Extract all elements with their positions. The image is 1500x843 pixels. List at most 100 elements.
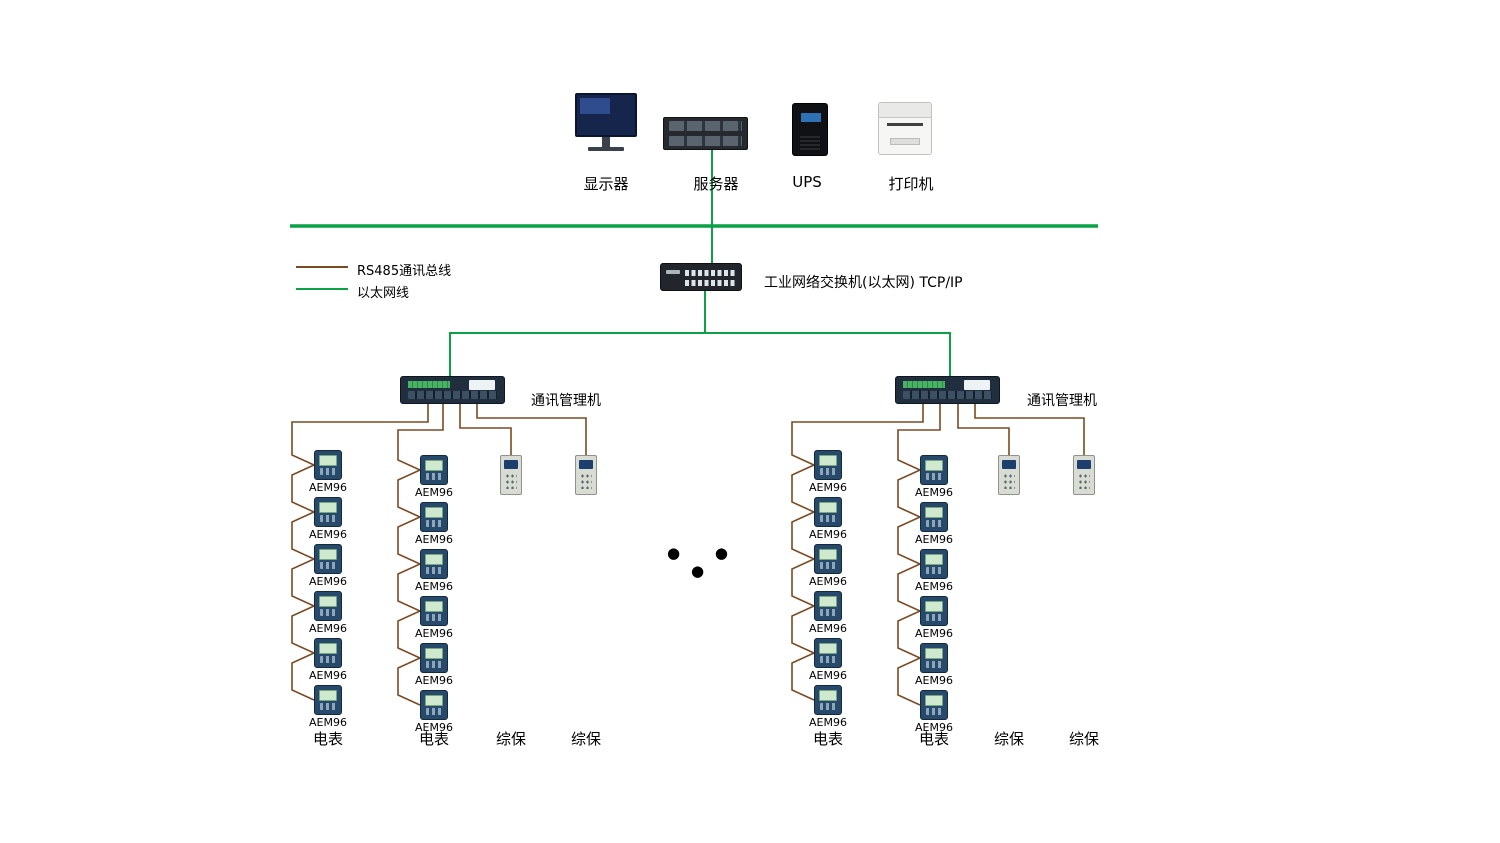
- column-label-meter: 电表: [418, 730, 449, 748]
- meter-label: AEM96: [809, 716, 847, 729]
- legend-ethernet-label: 以太网线: [357, 286, 410, 301]
- meter-label: AEM96: [415, 580, 453, 593]
- wire: [974, 404, 1085, 455]
- meter-screen: [319, 690, 337, 701]
- meter-screen: [819, 596, 837, 607]
- protection-screen: [1002, 460, 1016, 469]
- aem96-meter-device: [314, 685, 342, 715]
- server-drive-bay-row: [669, 121, 742, 131]
- meter-label: AEM96: [809, 622, 847, 635]
- meter-screen: [425, 554, 443, 565]
- monitor-screen-glow: [580, 98, 610, 114]
- aem96-meter-device: [314, 638, 342, 668]
- meter-buttons: [426, 520, 442, 527]
- meter-buttons: [320, 609, 336, 616]
- aem96-meter-device: [420, 549, 448, 579]
- manager-ports: [408, 391, 497, 399]
- meter-buttons: [926, 708, 942, 715]
- meter-label: AEM96: [309, 716, 347, 729]
- server-drive-bay-row: [669, 136, 742, 146]
- meter-label: AEM96: [415, 533, 453, 546]
- aem96-meter-device: [920, 549, 948, 579]
- meter-buttons: [320, 703, 336, 710]
- meter-buttons: [926, 520, 942, 527]
- meter-screen: [925, 695, 943, 706]
- meter-label: AEM96: [415, 674, 453, 687]
- aem96-meter-device: [814, 591, 842, 621]
- wire: [449, 332, 951, 376]
- meter-buttons: [320, 515, 336, 522]
- meter-buttons: [320, 468, 336, 475]
- column-label-meter: 电表: [918, 730, 949, 748]
- aem96-meter-device: [814, 685, 842, 715]
- meter-buttons: [320, 562, 336, 569]
- manager-sticker: [964, 380, 990, 390]
- monitor-base: [588, 147, 624, 151]
- monitor-label: 显示器: [583, 175, 629, 193]
- switch-port-row: [685, 280, 737, 286]
- server-label: 服务器: [693, 175, 739, 193]
- meter-label: AEM96: [309, 528, 347, 541]
- meter-buttons: [820, 656, 836, 663]
- printer-tray: [890, 138, 920, 145]
- meter-buttons: [926, 473, 942, 480]
- ups-vents: [800, 134, 820, 150]
- ups-display: [801, 113, 821, 122]
- meter-label: AEM96: [809, 575, 847, 588]
- meter-buttons: [426, 473, 442, 480]
- meter-screen: [425, 648, 443, 659]
- protection-screen: [1077, 460, 1091, 469]
- aem96-meter-device: [920, 455, 948, 485]
- meter-screen: [319, 502, 337, 513]
- comm-manager-right-label: 通讯管理机: [1027, 393, 1097, 409]
- meter-buttons: [820, 468, 836, 475]
- protection-keypad: [505, 473, 517, 489]
- meter-label: AEM96: [309, 622, 347, 635]
- meter-screen: [319, 643, 337, 654]
- wire: [476, 404, 587, 455]
- meter-screen: [425, 695, 443, 706]
- meter-buttons: [820, 515, 836, 522]
- protection-keypad: [1003, 473, 1015, 489]
- aem96-meter-device: [920, 596, 948, 626]
- comm-manager-right-device: [895, 376, 1000, 404]
- meter-buttons: [426, 614, 442, 621]
- column-label-meter: 电表: [812, 730, 843, 748]
- ellipsis-dots: ● ● ●: [667, 544, 743, 580]
- column-label-protection: 综保: [993, 730, 1024, 748]
- printer-device: [878, 102, 932, 155]
- switch-port-row: [685, 270, 737, 276]
- printer-label: 打印机: [888, 175, 934, 193]
- meter-label: AEM96: [809, 669, 847, 682]
- switch-brand-mark: [666, 270, 680, 274]
- protection-screen: [504, 460, 518, 469]
- meter-label: AEM96: [415, 721, 453, 734]
- meter-screen: [425, 460, 443, 471]
- meter-label: AEM96: [915, 627, 953, 640]
- meter-label: AEM96: [309, 481, 347, 494]
- meter-screen: [819, 455, 837, 466]
- meter-label: AEM96: [915, 721, 953, 734]
- printer-paper-slot: [887, 123, 923, 126]
- monitor-stand: [602, 137, 610, 147]
- column-label-meter: 电表: [312, 730, 343, 748]
- industrial-switch-device: [660, 263, 742, 291]
- meter-label: AEM96: [415, 486, 453, 499]
- protection-relay-device: [500, 455, 522, 495]
- wire: [791, 404, 924, 701]
- switch-label: 工业网络交换机(以太网) TCP/IP: [764, 275, 963, 291]
- meter-label: AEM96: [809, 528, 847, 541]
- meter-screen: [819, 690, 837, 701]
- column-label-protection: 综保: [1068, 730, 1099, 748]
- aem96-meter-device: [314, 497, 342, 527]
- aem96-meter-device: [920, 502, 948, 532]
- legend-rs485-label: RS485通讯总线: [357, 264, 452, 279]
- meter-label: AEM96: [915, 533, 953, 546]
- aem96-meter-device: [314, 591, 342, 621]
- meter-buttons: [926, 661, 942, 668]
- aem96-meter-device: [314, 544, 342, 574]
- ups-device: [792, 103, 828, 156]
- meter-buttons: [820, 703, 836, 710]
- column-label-protection: 综保: [495, 730, 526, 748]
